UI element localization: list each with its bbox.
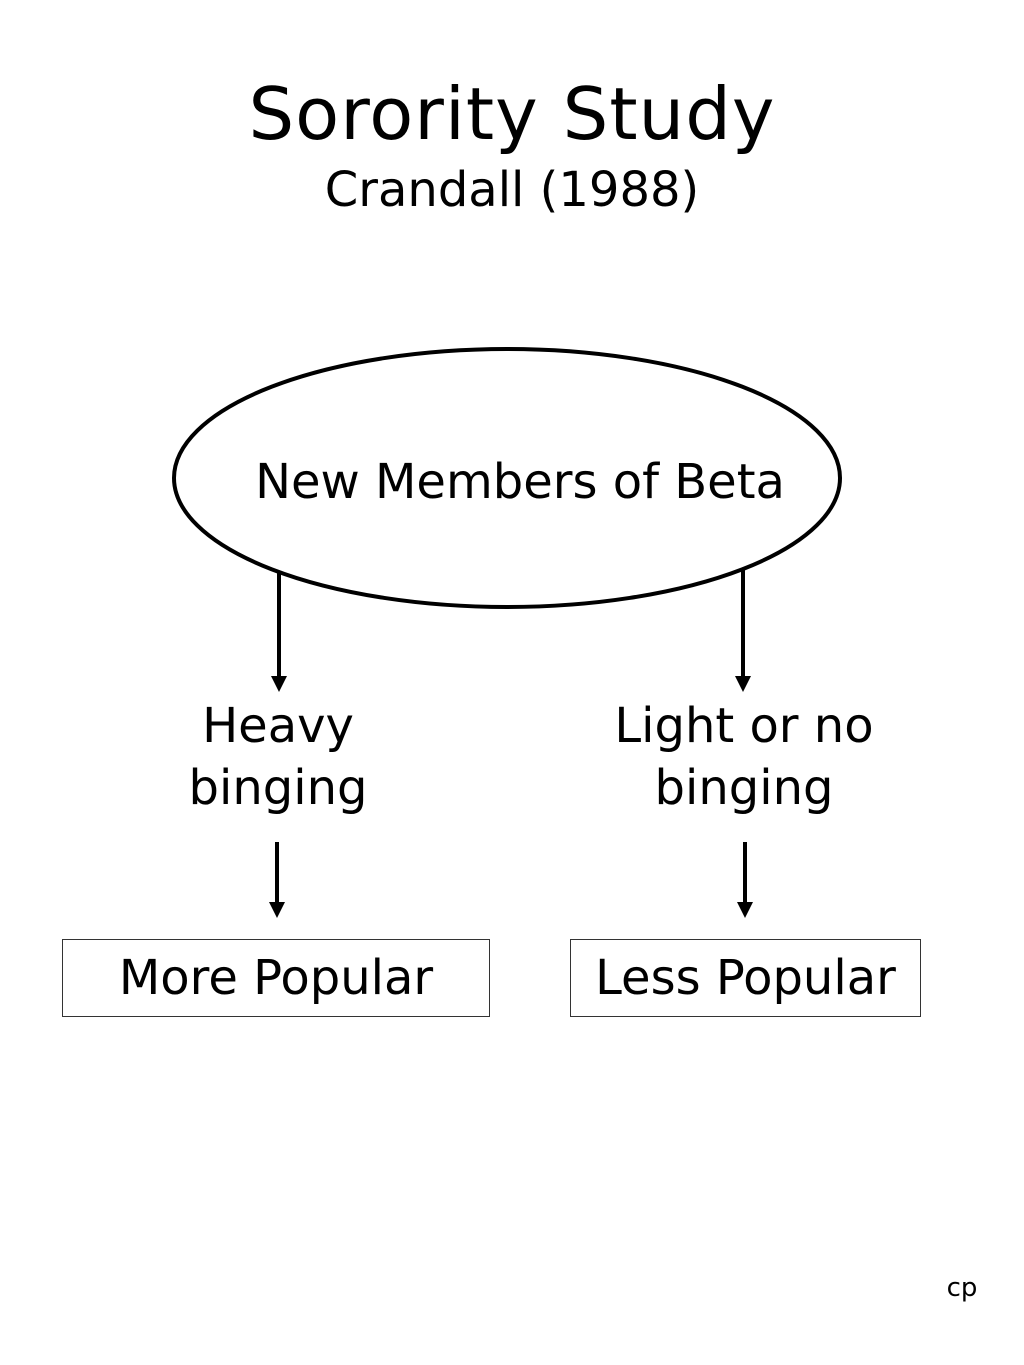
arrowhead-right-branch-to-outcome: [737, 902, 753, 918]
arrowhead-root-to-left-branch: [271, 676, 287, 692]
arrowhead-left-branch-to-outcome: [269, 902, 285, 918]
root-node-label: New Members of Beta: [255, 454, 785, 510]
outcome-box-more-popular: More Popular: [62, 939, 490, 1017]
outcome-box-less-popular: Less Popular: [570, 939, 921, 1017]
branch-label-line: Light or no: [614, 698, 874, 754]
slide-title: Sorority Study: [248, 72, 776, 156]
branch-label-line: binging: [188, 760, 368, 816]
branch-node-heavy-binging: Heavy binging: [130, 695, 426, 819]
slide-subtitle: Crandall (1988): [324, 162, 700, 218]
branch-label-line: binging: [654, 760, 834, 816]
root-ellipse: [172, 347, 842, 609]
branch-node-light-or-no-binging: Light or no binging: [584, 695, 904, 819]
branch-label-line: Heavy: [202, 698, 354, 754]
footer-initials: cp: [946, 1273, 978, 1303]
arrowhead-root-to-right-branch: [735, 676, 751, 692]
